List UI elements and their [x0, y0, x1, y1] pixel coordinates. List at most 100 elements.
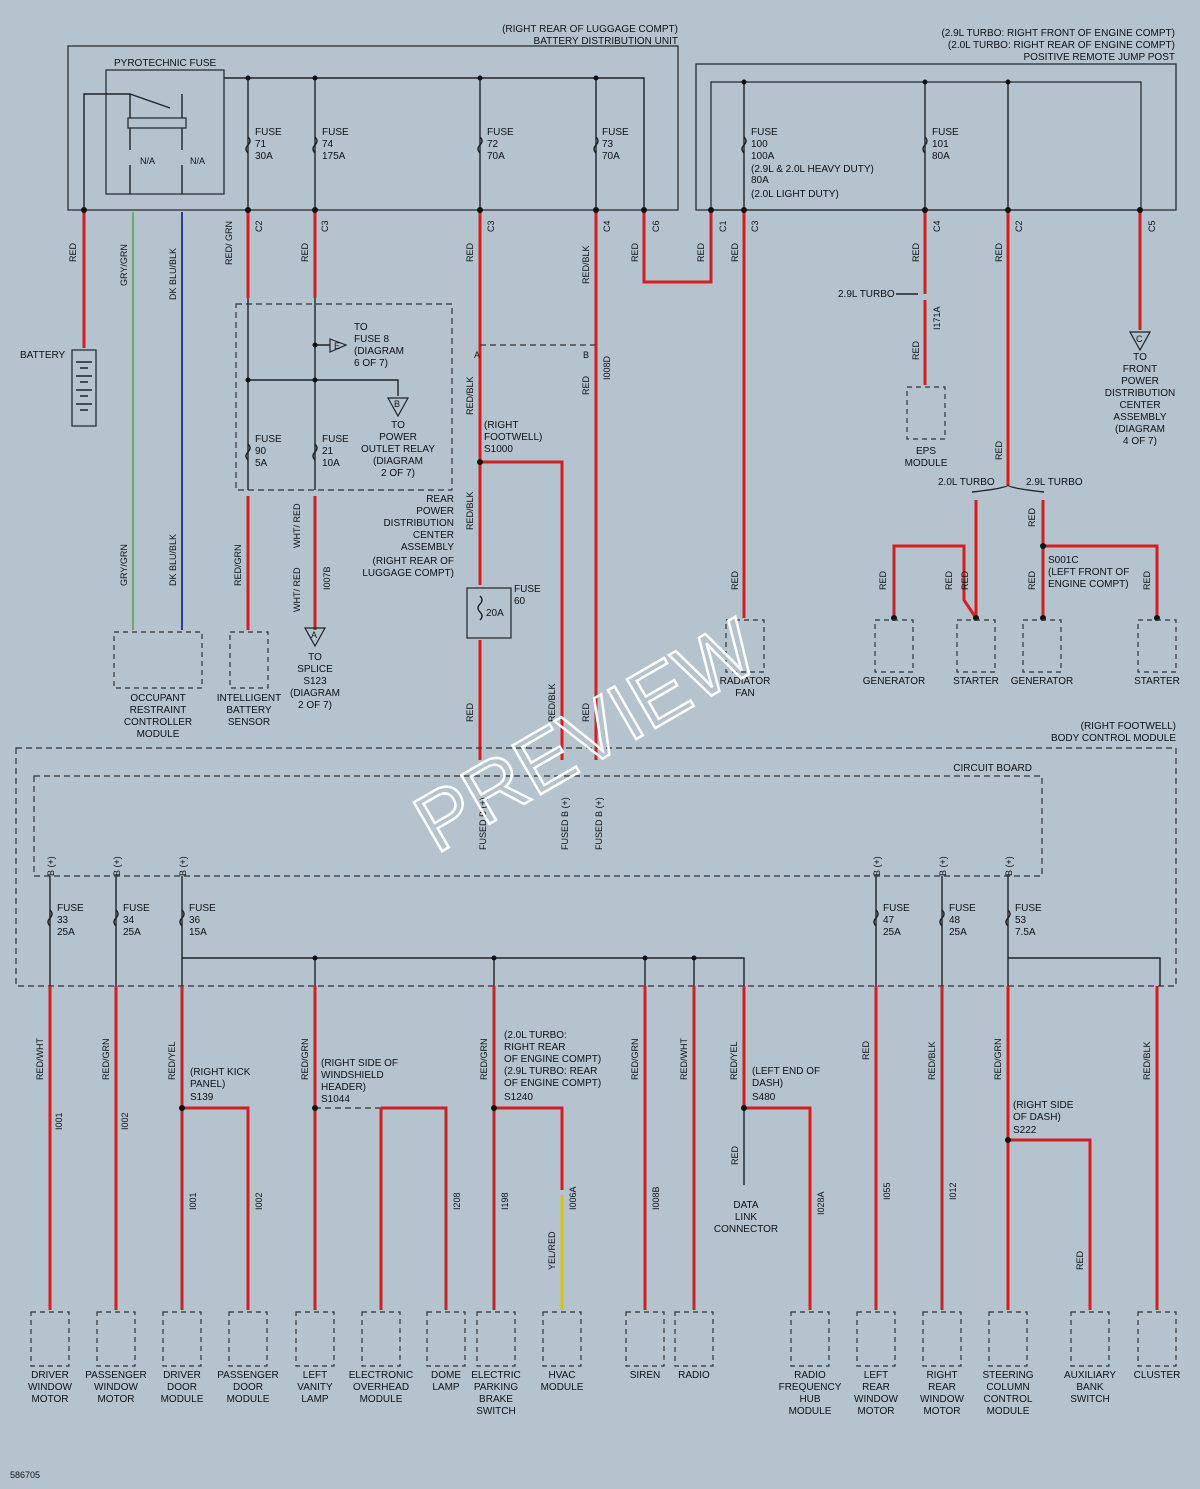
starter-2-label: STARTER: [1134, 676, 1180, 687]
splice-s139: (RIGHT KICK PANEL) S139: [190, 1067, 251, 1103]
svg-text:2.0L TURBO: 2.0L TURBO: [938, 477, 995, 488]
driver-door-module-label: MODULE: [161, 1394, 204, 1405]
auxiliary-bank-switch-label: SWITCH: [1070, 1394, 1109, 1405]
passenger-door-module-label: MODULE: [227, 1394, 270, 1405]
svg-text:(2.9L & 2.0L HEAVY DUTY): (2.9L & 2.0L HEAVY DUTY): [751, 164, 874, 175]
svg-text:C3: C3: [320, 220, 330, 232]
driver-door-module-label: DOOR: [167, 1382, 197, 1393]
svg-text:72: 72: [487, 139, 499, 150]
driver-window-motor-box: [30, 1311, 70, 1367]
svg-text:(RIGHT FOOTWELL): (RIGHT FOOTWELL): [1081, 721, 1176, 732]
steering-column-control-module-label: MODULE: [987, 1406, 1030, 1417]
svg-text:100: 100: [751, 139, 768, 150]
svg-text:I012: I012: [948, 1182, 958, 1200]
figure-id: 586705: [10, 1470, 40, 1480]
passenger-door-module-label: DOOR: [233, 1382, 263, 1393]
svg-text:RED/BLK: RED/BLK: [1142, 1041, 1152, 1080]
svg-text:RED: RED: [68, 242, 78, 262]
svg-text:RED/GRN: RED/GRN: [479, 1038, 489, 1080]
svg-text:RED/BLK: RED/BLK: [465, 376, 475, 415]
data-link-connector: DATA LINK CONNECTOR: [714, 1200, 778, 1235]
svg-text:FUSE: FUSE: [487, 127, 514, 138]
occupant-restraint-controller-module: OCCUPANT RESTRAINT CONTROLLER MODULE: [113, 631, 203, 740]
svg-text:(DIAGRAM: (DIAGRAM: [354, 346, 404, 357]
radio: RADIO: [674, 1311, 714, 1381]
electronic-overhead-module-label: ELECTRONIC: [349, 1370, 413, 1381]
svg-text:RED: RED: [581, 375, 591, 395]
svg-text:LINK: LINK: [735, 1212, 758, 1223]
svg-text:80A: 80A: [751, 175, 769, 186]
svg-text:B (+): B (+): [1004, 856, 1014, 876]
svg-text:10A: 10A: [322, 458, 340, 469]
dome-lamp-label: DOME: [431, 1370, 461, 1381]
svg-text:CONTROLLER: CONTROLLER: [124, 717, 192, 728]
electronic-overhead-module-label: MODULE: [360, 1394, 403, 1405]
svg-text:RED/BLK: RED/BLK: [581, 245, 591, 284]
bottom-splices: (RIGHT KICK PANEL) S139 (RIGHT SIDE OF W…: [190, 1030, 1074, 1235]
steering-column-control-module-box: [988, 1311, 1028, 1367]
svg-text:25A: 25A: [949, 927, 967, 938]
left-vanity-lamp-box: [295, 1311, 335, 1367]
svg-text:DISTRIBUTION: DISTRIBUTION: [1105, 388, 1176, 399]
svg-text:FUSE: FUSE: [255, 434, 282, 445]
svg-text:FUSE: FUSE: [255, 127, 282, 138]
svg-text:74: 74: [322, 139, 334, 150]
bottom-wires: RED/WHT RED/GRN RED/YEL RED/GRN RED/GRN …: [35, 986, 1159, 1310]
steering-column-control-module-label: STEERING: [982, 1370, 1033, 1381]
svg-text:RED: RED: [861, 1040, 871, 1060]
svg-text:RED: RED: [465, 702, 475, 722]
svg-text:FRONT: FRONT: [1123, 364, 1157, 375]
svg-text:YEL/RED: YEL/RED: [547, 1231, 557, 1270]
svg-text:RED: RED: [994, 242, 1004, 262]
splice-s1240: (2.0L TURBO: RIGHT REAR OF ENGINE COMPT)…: [504, 1030, 601, 1103]
bdu-name: BATTERY DISTRIBUTION UNIT: [534, 36, 678, 47]
svg-text:WHT/ RED: WHT/ RED: [292, 567, 302, 612]
dome-lamp-box: [426, 1311, 466, 1367]
svg-text:2 OF 7): 2 OF 7): [298, 700, 332, 711]
svg-text:BATTERY: BATTERY: [226, 705, 272, 716]
dome-lamp-label: LAMP: [432, 1382, 460, 1393]
svg-text:101: 101: [932, 139, 949, 150]
svg-text:34: 34: [123, 915, 135, 926]
svg-text:RED: RED: [994, 440, 1004, 460]
svg-text:FUSE: FUSE: [883, 903, 910, 914]
svg-text:RED/YEL: RED/YEL: [167, 1041, 177, 1080]
svg-text:(DIAGRAM: (DIAGRAM: [373, 456, 423, 467]
svg-text:FAN: FAN: [735, 688, 754, 699]
svg-text:DATA: DATA: [733, 1200, 759, 1211]
svg-text:33: 33: [57, 915, 69, 926]
svg-text:RIGHT REAR: RIGHT REAR: [504, 1042, 566, 1053]
svg-text:B (+): B (+): [872, 856, 882, 876]
svg-text:RED: RED: [1027, 507, 1037, 527]
preview-watermark: PREVIEW: [400, 602, 774, 870]
svg-text:FUSE: FUSE: [189, 903, 216, 914]
positive-remote-jump-post: (2.9L TURBO: RIGHT FRONT OF ENGINE COMPT…: [695, 28, 1177, 211]
svg-text:WINDSHIELD: WINDSHIELD: [321, 1070, 384, 1081]
svg-text:CIRCUIT BOARD: CIRCUIT BOARD: [953, 763, 1032, 774]
svg-text:DK BLU/BLK: DK BLU/BLK: [168, 248, 178, 300]
svg-text:TO: TO: [308, 652, 322, 663]
svg-text:OCCUPANT: OCCUPANT: [130, 693, 185, 704]
pyrotechnic-fuse-label: PYROTECHNIC FUSE: [114, 58, 217, 69]
eps-branch: 2.9L TURBO I171A RED EPS MODULE: [838, 289, 948, 469]
svg-text:I001: I001: [188, 1192, 198, 1210]
svg-text:TO: TO: [391, 420, 405, 431]
cluster: CLUSTER: [1134, 1311, 1180, 1381]
svg-text:RED/GRN: RED/GRN: [101, 1038, 111, 1080]
svg-text:REAR: REAR: [426, 494, 454, 505]
flag-e: [329, 338, 348, 353]
svg-text:S1240: S1240: [504, 1092, 533, 1103]
svg-text:C4: C4: [602, 220, 612, 232]
svg-text:15A: 15A: [189, 927, 207, 938]
svg-text:CENTER: CENTER: [1119, 400, 1160, 411]
svg-text:FUSED B (+): FUSED B (+): [560, 797, 570, 850]
svg-text:RED: RED: [1142, 570, 1152, 590]
